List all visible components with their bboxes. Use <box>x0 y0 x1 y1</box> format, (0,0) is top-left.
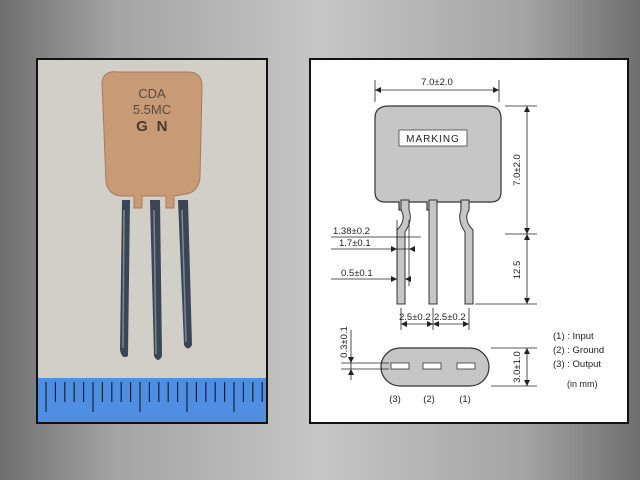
photo-marking-line-2: 5.5MC <box>133 102 171 117</box>
photo-ruler <box>38 378 266 422</box>
photo-resonator-body <box>101 71 203 209</box>
photo-marking-n: N <box>157 118 168 135</box>
dim-pitch-left: 2.5±0.2 <box>399 312 431 323</box>
photo-leads <box>120 200 192 360</box>
legend-output: (3) : Output <box>553 359 601 370</box>
dim-body-thickness: 3.0±1.0 <box>512 351 523 383</box>
photo-logo: G <box>136 118 148 135</box>
dim-lead-length: 12.5 <box>512 261 523 280</box>
dimension-drawing-art: 7.0±2.0 MARKING 7.0±2.0 12.5 <box>331 77 604 405</box>
dim-lead-gap: 1.7±0.1 <box>339 238 371 249</box>
drawing-body <box>374 105 502 211</box>
drawing-leads <box>396 199 474 305</box>
dim-body-height: 7.0±2.0 <box>512 154 523 186</box>
pin-label-1: (1) <box>459 394 471 405</box>
dim-pitch-right: 2.5±0.2 <box>434 312 466 323</box>
legend-ground: (2) : Ground <box>553 345 604 356</box>
legend-input: (1) : Input <box>553 331 594 342</box>
unit-note: (in mm) <box>567 379 598 389</box>
dim-body-width: 7.0±2.0 <box>421 77 453 88</box>
marking-label: MARKING <box>406 134 460 145</box>
dim-lead-thickness: 0.3±0.1 <box>339 326 350 358</box>
dim-lead-width: 0.5±0.1 <box>341 268 373 279</box>
component-photo-art: CDA 5.5MC G N <box>38 60 266 422</box>
pin-label-2: (2) <box>423 394 435 405</box>
dimension-drawing: 7.0±2.0 MARKING 7.0±2.0 12.5 <box>309 58 629 424</box>
pin-label-3: (3) <box>389 394 401 405</box>
dim-lead-bend: 1.38±0.2 <box>333 226 370 237</box>
photo-marking-line-1: CDA <box>138 86 166 101</box>
component-photo: CDA 5.5MC G N <box>36 58 268 424</box>
